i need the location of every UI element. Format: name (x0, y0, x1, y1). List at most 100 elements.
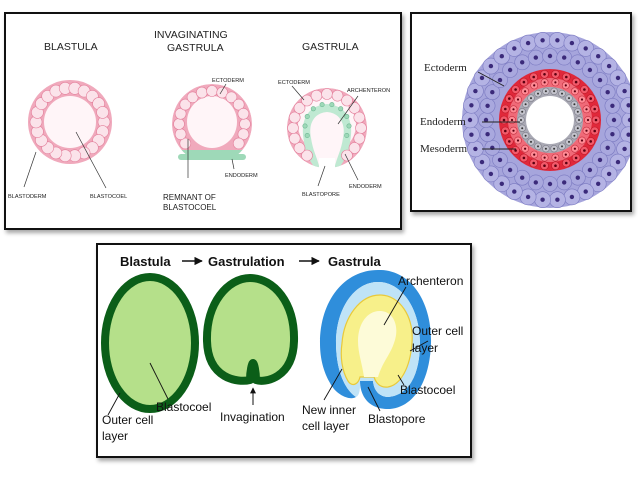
cell-nucleus (583, 149, 586, 152)
blastoderm-label: BLASTODERM (8, 194, 47, 200)
cell (288, 132, 301, 145)
cell-nucleus (585, 129, 588, 132)
cell-nucleus (499, 54, 504, 59)
cell (237, 108, 250, 120)
green-diagram-svg: Blastula Gastrulation Gastrula Outer cel… (101, 254, 463, 443)
cell-nucleus (583, 46, 588, 51)
cell (293, 142, 306, 154)
cell (321, 88, 333, 100)
cell-nucleus (583, 189, 588, 194)
cell (302, 123, 308, 129)
cell-nucleus (520, 175, 525, 180)
cell-nucleus (554, 73, 557, 76)
cell-nucleus (586, 118, 590, 122)
heading-blastula: Blastula (120, 254, 171, 269)
invagination-label: Invagination (220, 410, 285, 424)
cell-nucleus (583, 88, 586, 91)
cell-nucleus (626, 132, 630, 137)
blastula-title: BLASTULA (44, 41, 98, 53)
archenteron-leader-green (383, 286, 407, 326)
cell-nucleus (525, 40, 531, 46)
cell (186, 91, 199, 104)
endoderm-leader-inv (231, 158, 235, 170)
cell-nucleus (596, 181, 601, 186)
cell-nucleus (605, 145, 610, 150)
cell (301, 94, 313, 107)
cell (293, 102, 306, 114)
cell (304, 114, 310, 120)
invaginating-gastrula (172, 84, 252, 168)
cell-nucleus (510, 118, 514, 122)
cell (216, 86, 228, 99)
invaginating-title-2: GASTRULA (167, 42, 224, 54)
endoderm-label-inv: ENDODERM (225, 173, 258, 179)
cell-nucleus (610, 132, 615, 137)
cell-nucleus (580, 98, 584, 101)
cell-nucleus (522, 156, 526, 160)
cell-nucleus (524, 90, 527, 93)
cell-nucleus (585, 108, 588, 111)
cell-nucleus (521, 127, 524, 130)
cell (338, 106, 344, 112)
cell-nucleus (532, 161, 535, 165)
cell-nucleus (512, 129, 515, 132)
outer-cell-label-1: Outer cell (102, 413, 153, 427)
cell (232, 98, 245, 111)
gastrula-cells (287, 88, 367, 162)
cell-nucleus (512, 189, 517, 194)
cell-nucleus (504, 107, 507, 111)
blastocoel-label: BLASTOCOEL (90, 194, 127, 200)
cell-nucleus (483, 117, 489, 123)
cell-nucleus (576, 110, 579, 113)
cell-nucleus (593, 107, 596, 111)
cell-nucleus (485, 132, 490, 137)
mesoderm-label: Mesoderm (420, 143, 467, 155)
cell (179, 98, 192, 111)
cell (353, 111, 366, 124)
cell-nucleus (606, 171, 612, 177)
cell-nucleus (485, 103, 490, 109)
cell-nucleus (573, 147, 576, 150)
panel-green-gastrulation: Blastula Gastrulation Gastrula Outer cel… (96, 243, 472, 458)
cell-nucleus (610, 103, 615, 109)
cell-nucleus (615, 75, 621, 81)
cell-nucleus (543, 73, 546, 76)
cell-nucleus (504, 129, 507, 133)
cell-nucleus (573, 90, 576, 93)
cell-nucleus (587, 167, 593, 173)
cell-nucleus (574, 80, 578, 84)
cell-nucleus (524, 103, 527, 106)
cell-nucleus (514, 149, 517, 152)
cell (287, 122, 299, 134)
panel-pink-gastrulation: BLASTULA BLASTODERM BLASTOCOEL INVAGINAT… (4, 12, 402, 230)
cell-nucleus (497, 157, 503, 163)
cell-nucleus (537, 145, 539, 148)
cell-nucleus (578, 119, 580, 121)
archenteron-label-green: Archenteron (398, 274, 463, 288)
cell-nucleus (520, 60, 525, 65)
blastoderm-leader (23, 151, 37, 188)
cell-nucleus (554, 156, 557, 159)
cell-nucleus (467, 117, 473, 123)
cell-nucleus (554, 164, 557, 167)
cell-nucleus (540, 197, 545, 202)
blastopore-opening (319, 158, 335, 172)
cell-nucleus (544, 147, 547, 150)
outer-cell-leader (107, 392, 121, 416)
ectoderm-label: Ectoderm (424, 62, 467, 74)
cell (353, 132, 366, 145)
cell-nucleus (622, 88, 627, 94)
cell-nucleus (561, 145, 563, 148)
gastrula-pink (287, 88, 367, 172)
heading-gastrula: Gastrula (328, 254, 382, 269)
cell (174, 128, 187, 140)
blastocoel-right-label: Blastocoel (400, 383, 455, 397)
cell-nucleus (543, 156, 546, 159)
cell (355, 122, 367, 134)
cell-nucleus (555, 197, 560, 202)
outer-cell-right-label-2: layer (412, 341, 438, 355)
cell (310, 89, 323, 102)
cell-nucleus (547, 53, 553, 59)
blastocoel-leader-left (149, 362, 169, 400)
cell-nucleus (622, 146, 627, 152)
